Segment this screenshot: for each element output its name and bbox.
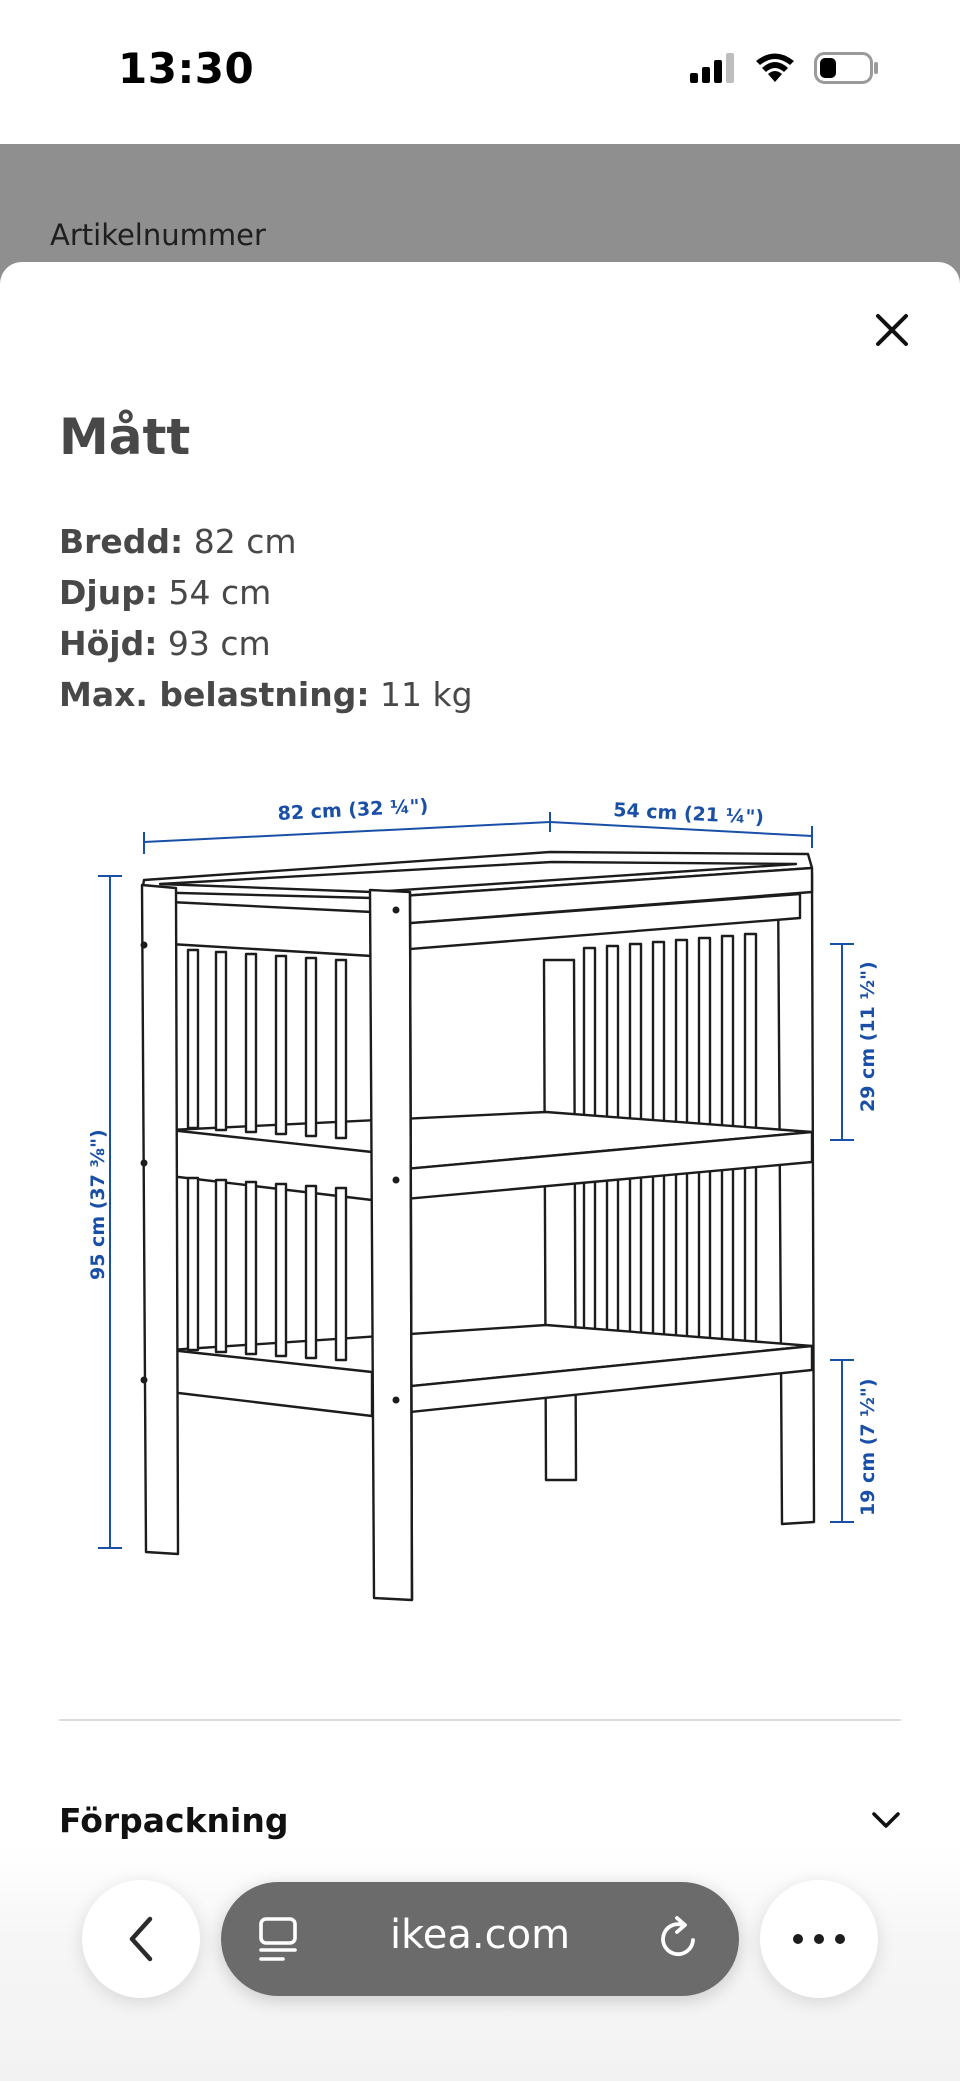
page-menu-icon [259,1917,297,1961]
address-bar[interactable]: ikea.com [221,1882,739,1996]
url-text: ikea.com [389,1912,571,1958]
spec-max-load: Max. belastning: 11 kg [59,669,473,720]
more-dots-icon [793,1934,845,1944]
spec-height: Höjd: 93 cm [59,618,473,669]
article-number-label: Artikelnummer [50,218,266,252]
spec-value: 54 cm [168,573,272,612]
status-bar: 13:30 [0,0,960,144]
chevron-down-icon [872,1812,900,1828]
spec-list: Bredd: 82 cm Djup: 54 cm Höjd: 93 cm Max… [59,516,473,720]
packaging-section-toggle[interactable]: Förpackning [59,1790,901,1850]
spec-label: Max. belastning: [59,675,370,714]
close-button[interactable] [862,300,922,360]
status-icons [690,52,880,84]
width-dimension-label: 82 cm (32 ¼") [277,795,429,825]
spec-label: Bredd: [59,522,184,561]
section-divider [59,1719,901,1721]
reload-icon[interactable] [657,1914,701,1962]
spec-value: 11 kg [380,675,473,714]
screw-dots [140,906,400,1404]
chevron-left-icon [129,1916,153,1962]
spec-label: Djup: [59,573,159,612]
spec-width: Bredd: 82 cm [59,516,473,567]
battery-icon [814,52,878,84]
dimension-diagram: 82 cm (32 ¼") 54 cm (21 ¼") 95 cm (37 ⅜"… [87,795,879,1602]
side-slats [186,948,348,1362]
depth-dimension-label: 54 cm (21 ¼") [613,799,765,829]
spec-value: 93 cm [167,624,271,663]
lower-gap-dimension-label: 19 cm (7 ½") [857,1379,879,1517]
spec-label: Höjd: [59,624,158,663]
signal-icon [690,53,734,83]
back-button[interactable] [82,1880,200,1998]
close-icon [876,314,908,346]
upper-gap-dimension-label: 29 cm (11 ½") [857,961,879,1112]
status-time: 13:30 [118,44,255,93]
wifi-icon [756,53,794,82]
changing-table-drawing [140,850,816,1602]
more-button[interactable] [760,1880,878,1998]
dimension-lines [98,812,854,1549]
sheet-title: Mått [59,408,191,466]
height-dimension-label: 95 cm (37 ⅜") [87,1129,109,1280]
spec-value: 82 cm [193,522,297,561]
packaging-section-label: Förpackning [59,1800,289,1840]
spec-depth: Djup: 54 cm [59,567,473,618]
